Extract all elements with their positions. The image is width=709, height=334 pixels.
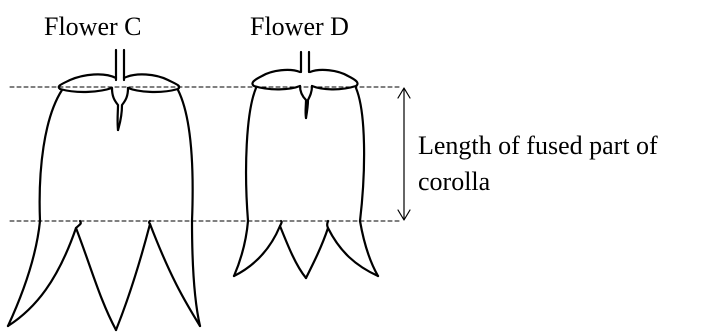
measurement-label-line-2: corolla bbox=[418, 164, 708, 200]
measurement-label: Length of fused part of corolla bbox=[418, 128, 708, 200]
measurement-label-line-1: Length of fused part of bbox=[418, 128, 708, 164]
flower-d-drawing bbox=[234, 52, 378, 278]
length-arrow bbox=[398, 88, 410, 220]
flower-c-label: Flower C bbox=[44, 14, 142, 40]
flower-c-drawing bbox=[8, 50, 200, 330]
flower-d-label: Flower D bbox=[250, 14, 349, 40]
